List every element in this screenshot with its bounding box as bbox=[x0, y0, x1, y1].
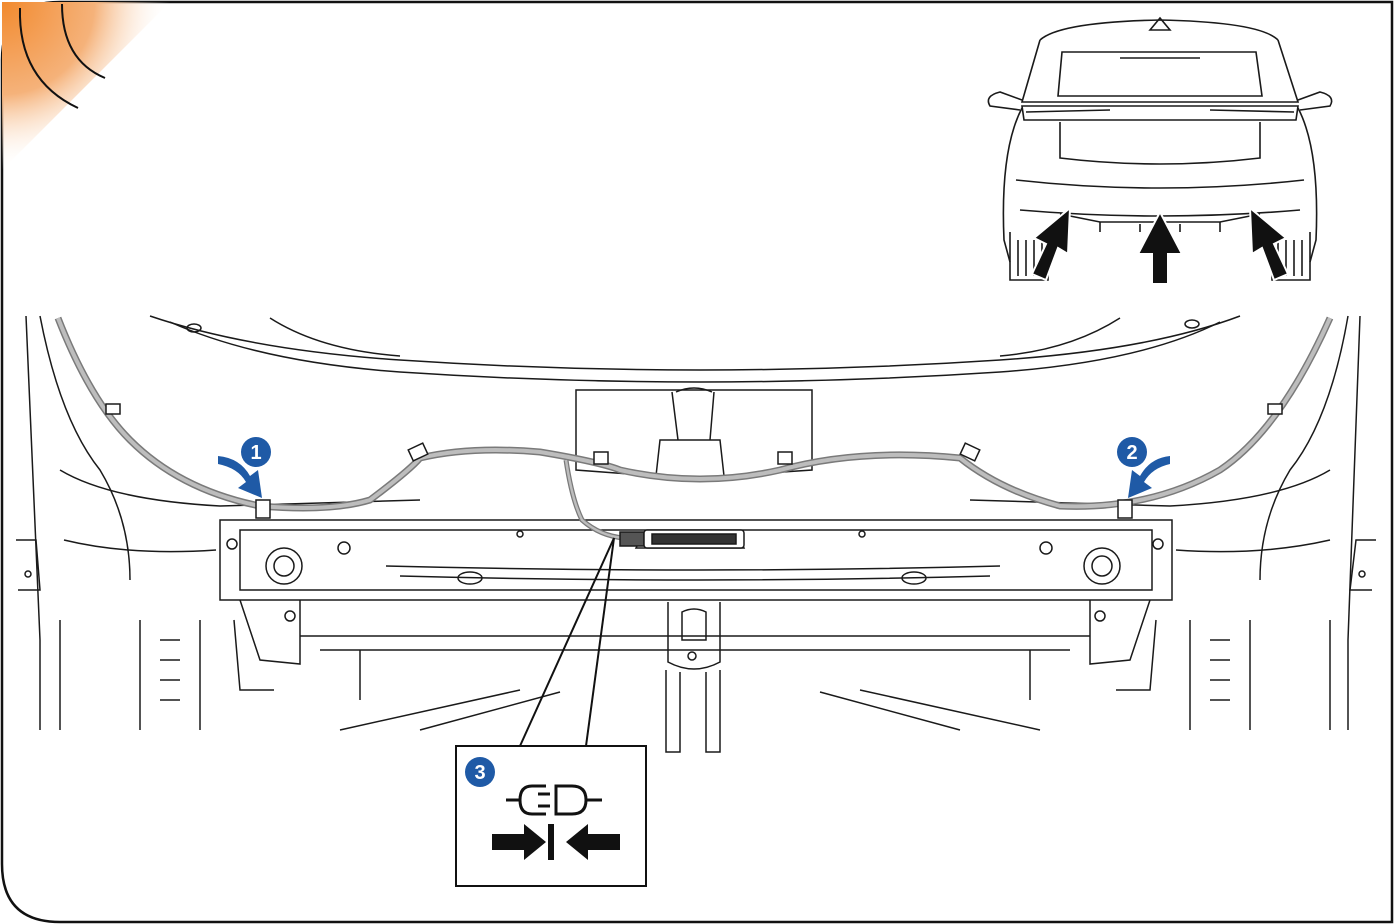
callout-1: 1 bbox=[241, 437, 271, 467]
corner-tab bbox=[2, 2, 170, 170]
harness-connector bbox=[619, 529, 745, 549]
car-rear-inset bbox=[987, 16, 1333, 281]
callout-1-number: 1 bbox=[250, 442, 261, 464]
fixing-clip-right bbox=[1117, 499, 1133, 519]
callout-2-number: 2 bbox=[1126, 442, 1137, 464]
leader-lines bbox=[519, 537, 615, 747]
callout-3: 3 bbox=[465, 757, 495, 787]
plug-connect-icon bbox=[506, 784, 602, 816]
connector-detail-box: 3 bbox=[455, 745, 647, 887]
rear-tyres bbox=[59, 620, 1331, 730]
fixing-clip-left bbox=[255, 499, 271, 519]
pointing-up-arrow-icon bbox=[1030, 205, 1290, 285]
press-together-arrows-icon bbox=[492, 824, 620, 860]
callout-arrows bbox=[218, 456, 1170, 498]
harness-clips bbox=[105, 403, 1283, 519]
callout-2: 2 bbox=[1117, 437, 1147, 467]
callout-3-number: 3 bbox=[474, 762, 485, 784]
